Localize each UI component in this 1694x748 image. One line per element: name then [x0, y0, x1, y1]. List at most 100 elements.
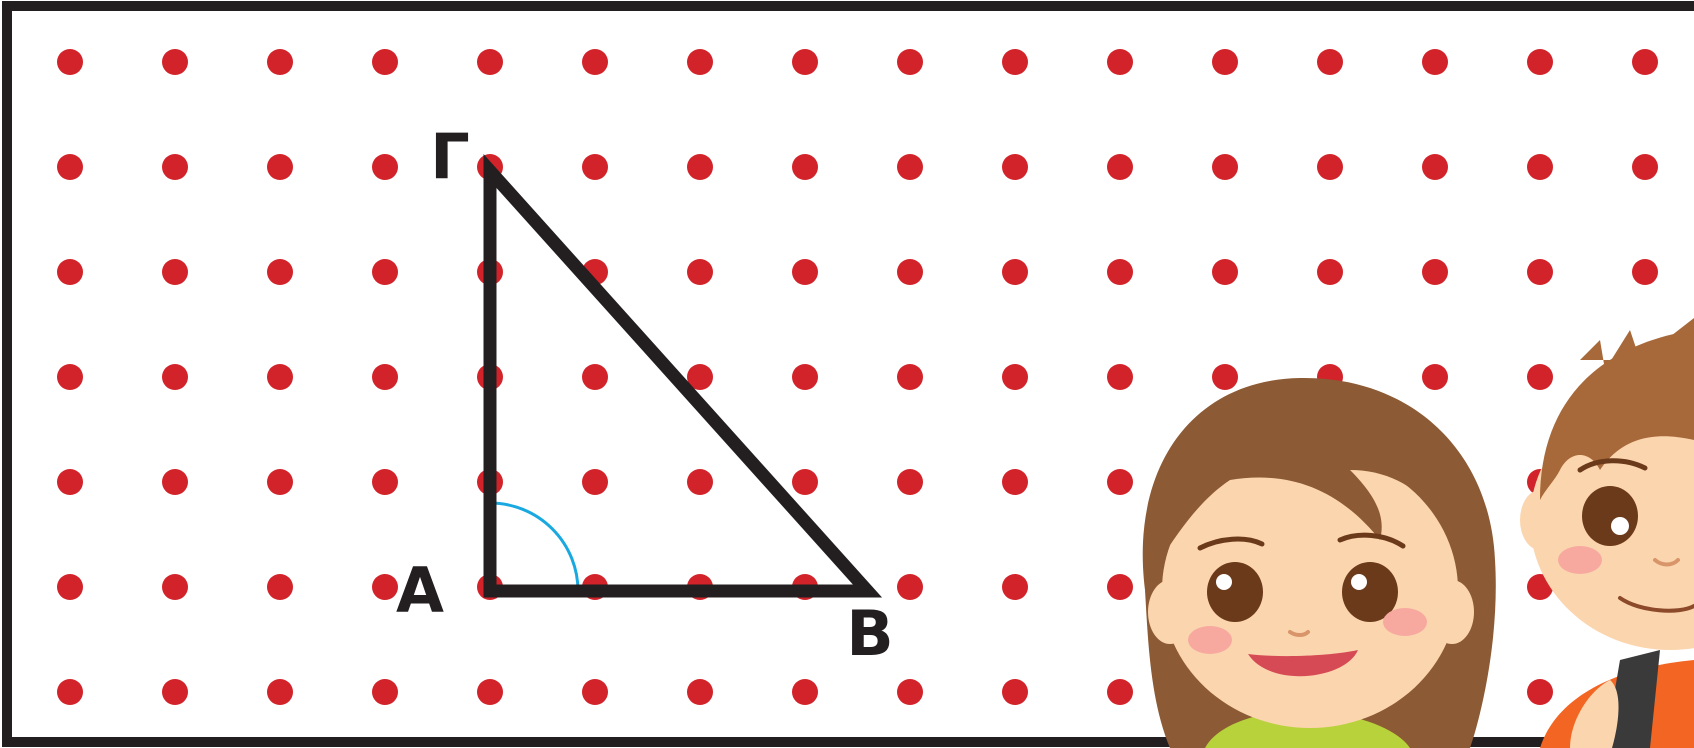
grid-dot — [582, 679, 608, 705]
dot-grid — [57, 49, 1658, 705]
boy-brow — [1577, 458, 1648, 473]
girl-brow-left — [1197, 536, 1265, 551]
boy-cheek — [1558, 546, 1602, 574]
grid-dot — [582, 154, 608, 180]
triangle — [483, 154, 883, 598]
grid-dot — [1632, 259, 1658, 285]
grid-dot — [1002, 574, 1028, 600]
grid-dot — [897, 679, 923, 705]
boy-nose — [1653, 558, 1680, 567]
girl-eye-right-shine — [1351, 574, 1367, 590]
grid-dot — [792, 154, 818, 180]
grid-dot — [1632, 154, 1658, 180]
grid-dot — [792, 49, 818, 75]
grid-dot — [1527, 49, 1553, 75]
grid-dot — [582, 364, 608, 390]
grid-dot — [372, 469, 398, 495]
grid-dot — [372, 364, 398, 390]
grid-dot — [57, 364, 83, 390]
boy-hand — [1570, 680, 1619, 748]
grid-dot — [267, 469, 293, 495]
boy-eye — [1582, 486, 1638, 546]
boy-mouth — [1618, 596, 1694, 613]
grid-dot — [1212, 259, 1238, 285]
grid-dot — [687, 259, 713, 285]
grid-dot — [372, 154, 398, 180]
vertex-label-gamma: Γ — [430, 120, 470, 193]
grid-dot — [792, 469, 818, 495]
vertex-label-a: A — [396, 554, 444, 627]
grid-dot — [687, 679, 713, 705]
grid-dot — [897, 574, 923, 600]
grid-dot — [162, 469, 188, 495]
grid-dot — [1107, 679, 1133, 705]
grid-dot — [1422, 49, 1448, 75]
grid-dot — [57, 469, 83, 495]
grid-dot — [1002, 49, 1028, 75]
grid-dot — [57, 154, 83, 180]
grid-dot — [792, 364, 818, 390]
grid-dot — [792, 679, 818, 705]
grid-dot — [162, 49, 188, 75]
grid-dot — [57, 49, 83, 75]
girl-illustration — [1142, 377, 1496, 748]
grid-dot — [1527, 259, 1553, 285]
grid-dot — [162, 364, 188, 390]
grid-dot — [57, 259, 83, 285]
grid-dot — [687, 364, 713, 390]
grid-dot — [1212, 364, 1238, 390]
grid-dot — [1317, 154, 1343, 180]
girl-face — [1162, 452, 1458, 728]
grid-dot — [267, 259, 293, 285]
grid-dot — [1632, 49, 1658, 75]
grid-dot — [1212, 49, 1238, 75]
grid-dot — [162, 574, 188, 600]
boy-backpack-strap — [1605, 650, 1660, 748]
girl-cheek-right — [1383, 608, 1427, 636]
grid-dot — [57, 574, 83, 600]
boy-hair — [1540, 330, 1694, 500]
grid-dot — [687, 154, 713, 180]
grid-dot — [162, 259, 188, 285]
grid-dot — [372, 574, 398, 600]
grid-dot — [57, 679, 83, 705]
grid-dot — [1422, 364, 1448, 390]
grid-dot — [1107, 154, 1133, 180]
girl-ear-right — [1430, 580, 1474, 644]
girl-hair-front — [1160, 392, 1466, 560]
girl-eye-left — [1207, 562, 1263, 622]
boy-eye-shine — [1611, 517, 1629, 535]
grid-dot — [1317, 259, 1343, 285]
grid-dot — [897, 259, 923, 285]
grid-dot — [1002, 259, 1028, 285]
girl-cheek-left — [1188, 626, 1232, 654]
grid-dot — [1107, 259, 1133, 285]
vertex-label-b: B — [846, 597, 893, 670]
grid-dot — [687, 469, 713, 495]
grid-dot — [1107, 574, 1133, 600]
grid-dot — [267, 574, 293, 600]
grid-dot — [582, 469, 608, 495]
boy-ear — [1520, 490, 1560, 550]
grid-dot — [897, 364, 923, 390]
girl-nose — [1288, 630, 1310, 637]
girl-brow-right — [1337, 532, 1406, 549]
grid-dot — [1317, 49, 1343, 75]
girl-eye-left-shine — [1216, 574, 1232, 590]
grid-dot — [1107, 49, 1133, 75]
grid-dot — [1527, 679, 1553, 705]
grid-dot — [267, 154, 293, 180]
grid-dot — [477, 679, 503, 705]
grid-dot — [267, 364, 293, 390]
grid-dot — [162, 679, 188, 705]
grid-dot — [1002, 679, 1028, 705]
grid-dot — [582, 49, 608, 75]
grid-dot — [897, 154, 923, 180]
grid-dot — [1422, 259, 1448, 285]
boy-hair-spikes — [1580, 318, 1694, 370]
right-angle-arc — [489, 501, 580, 592]
grid-dot — [372, 679, 398, 705]
grid-dot — [1107, 364, 1133, 390]
grid-dot — [1107, 469, 1133, 495]
